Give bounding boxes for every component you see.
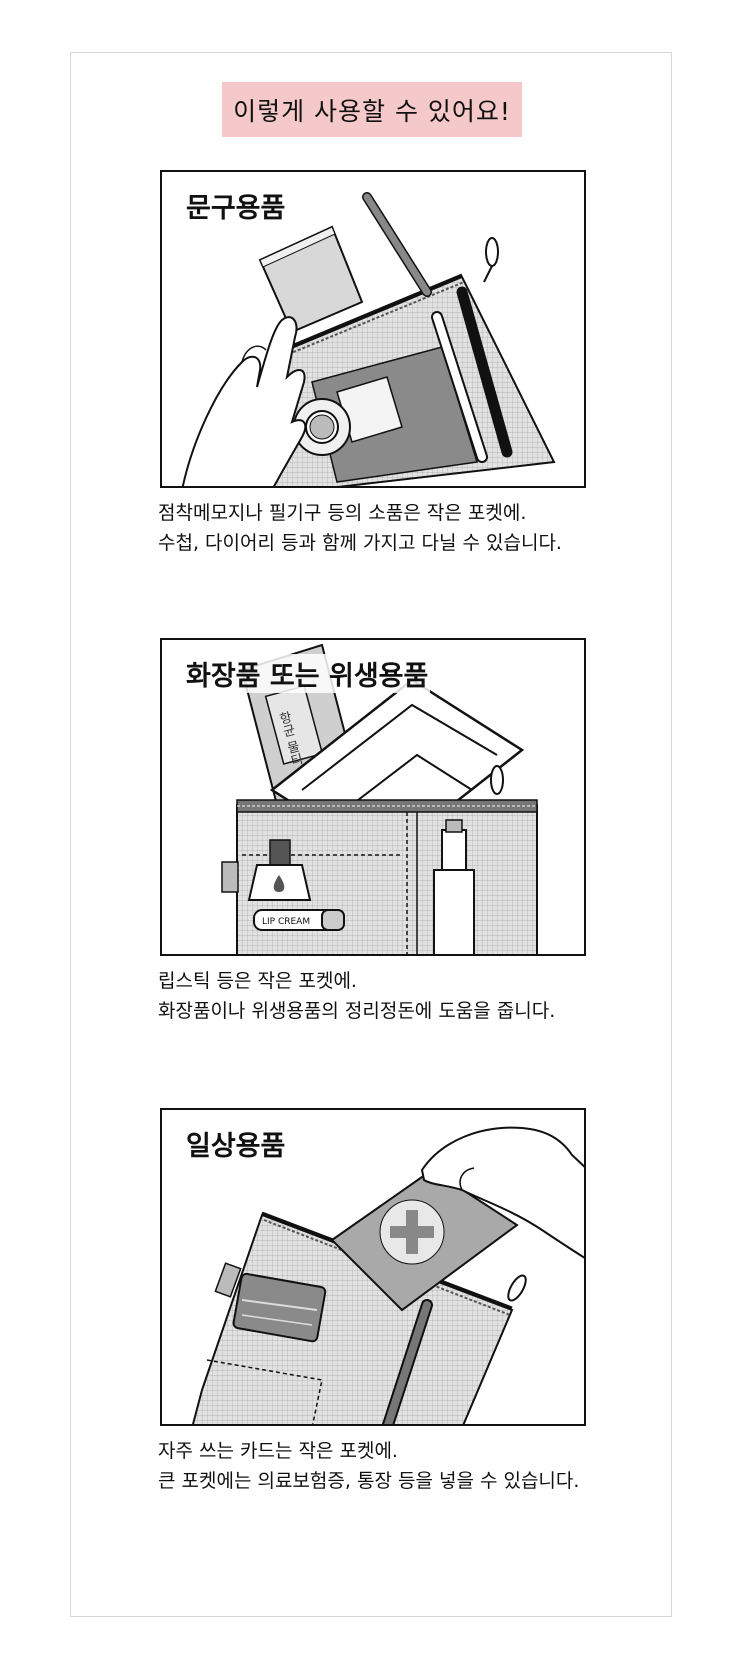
- illustration-cosmetics: 항균 물티 LIP CREAM 화장품 또는 위생용품: [160, 638, 586, 956]
- section-title: 문구용품: [184, 186, 288, 225]
- illustration-daily: 일상용품: [160, 1108, 586, 1426]
- caption-line: 화장품이나 위생용품의 정리정돈에 도움을 줍니다.: [158, 1000, 556, 1022]
- section-title: 일상용품: [184, 1124, 288, 1163]
- header-badge: 이렇게 사용할 수 있어요!: [222, 82, 522, 137]
- caption-line: 점착메모지나 필기구 등의 소품은 작은 포켓에.: [158, 502, 527, 524]
- section-caption: 립스틱 등은 작은 포켓에. 화장품이나 위생용품의 정리정돈에 도움을 줍니다…: [158, 966, 598, 1026]
- section-caption: 점착메모지나 필기구 등의 소품은 작은 포켓에. 수첩, 다이어리 등과 함께…: [158, 498, 598, 558]
- caption-line: 큰 포켓에는 의료보험증, 통장 등을 넣을 수 있습니다.: [158, 1470, 580, 1492]
- lip-label: LIP CREAM: [262, 917, 310, 927]
- section-title: 화장품 또는 위생용품: [184, 654, 431, 693]
- caption-line: 수첩, 다이어리 등과 함께 가지고 다닐 수 있습니다.: [158, 532, 562, 554]
- caption-line: 자주 쓰는 카드는 작은 포켓에.: [158, 1440, 398, 1462]
- caption-line: 립스틱 등은 작은 포켓에.: [158, 970, 357, 992]
- page-frame: [70, 52, 672, 1617]
- section-caption: 자주 쓰는 카드는 작은 포켓에. 큰 포켓에는 의료보험증, 통장 등을 넣을…: [158, 1436, 598, 1496]
- header-title: 이렇게 사용할 수 있어요!: [233, 96, 511, 126]
- illustration-stationery: 문구용품: [160, 170, 586, 488]
